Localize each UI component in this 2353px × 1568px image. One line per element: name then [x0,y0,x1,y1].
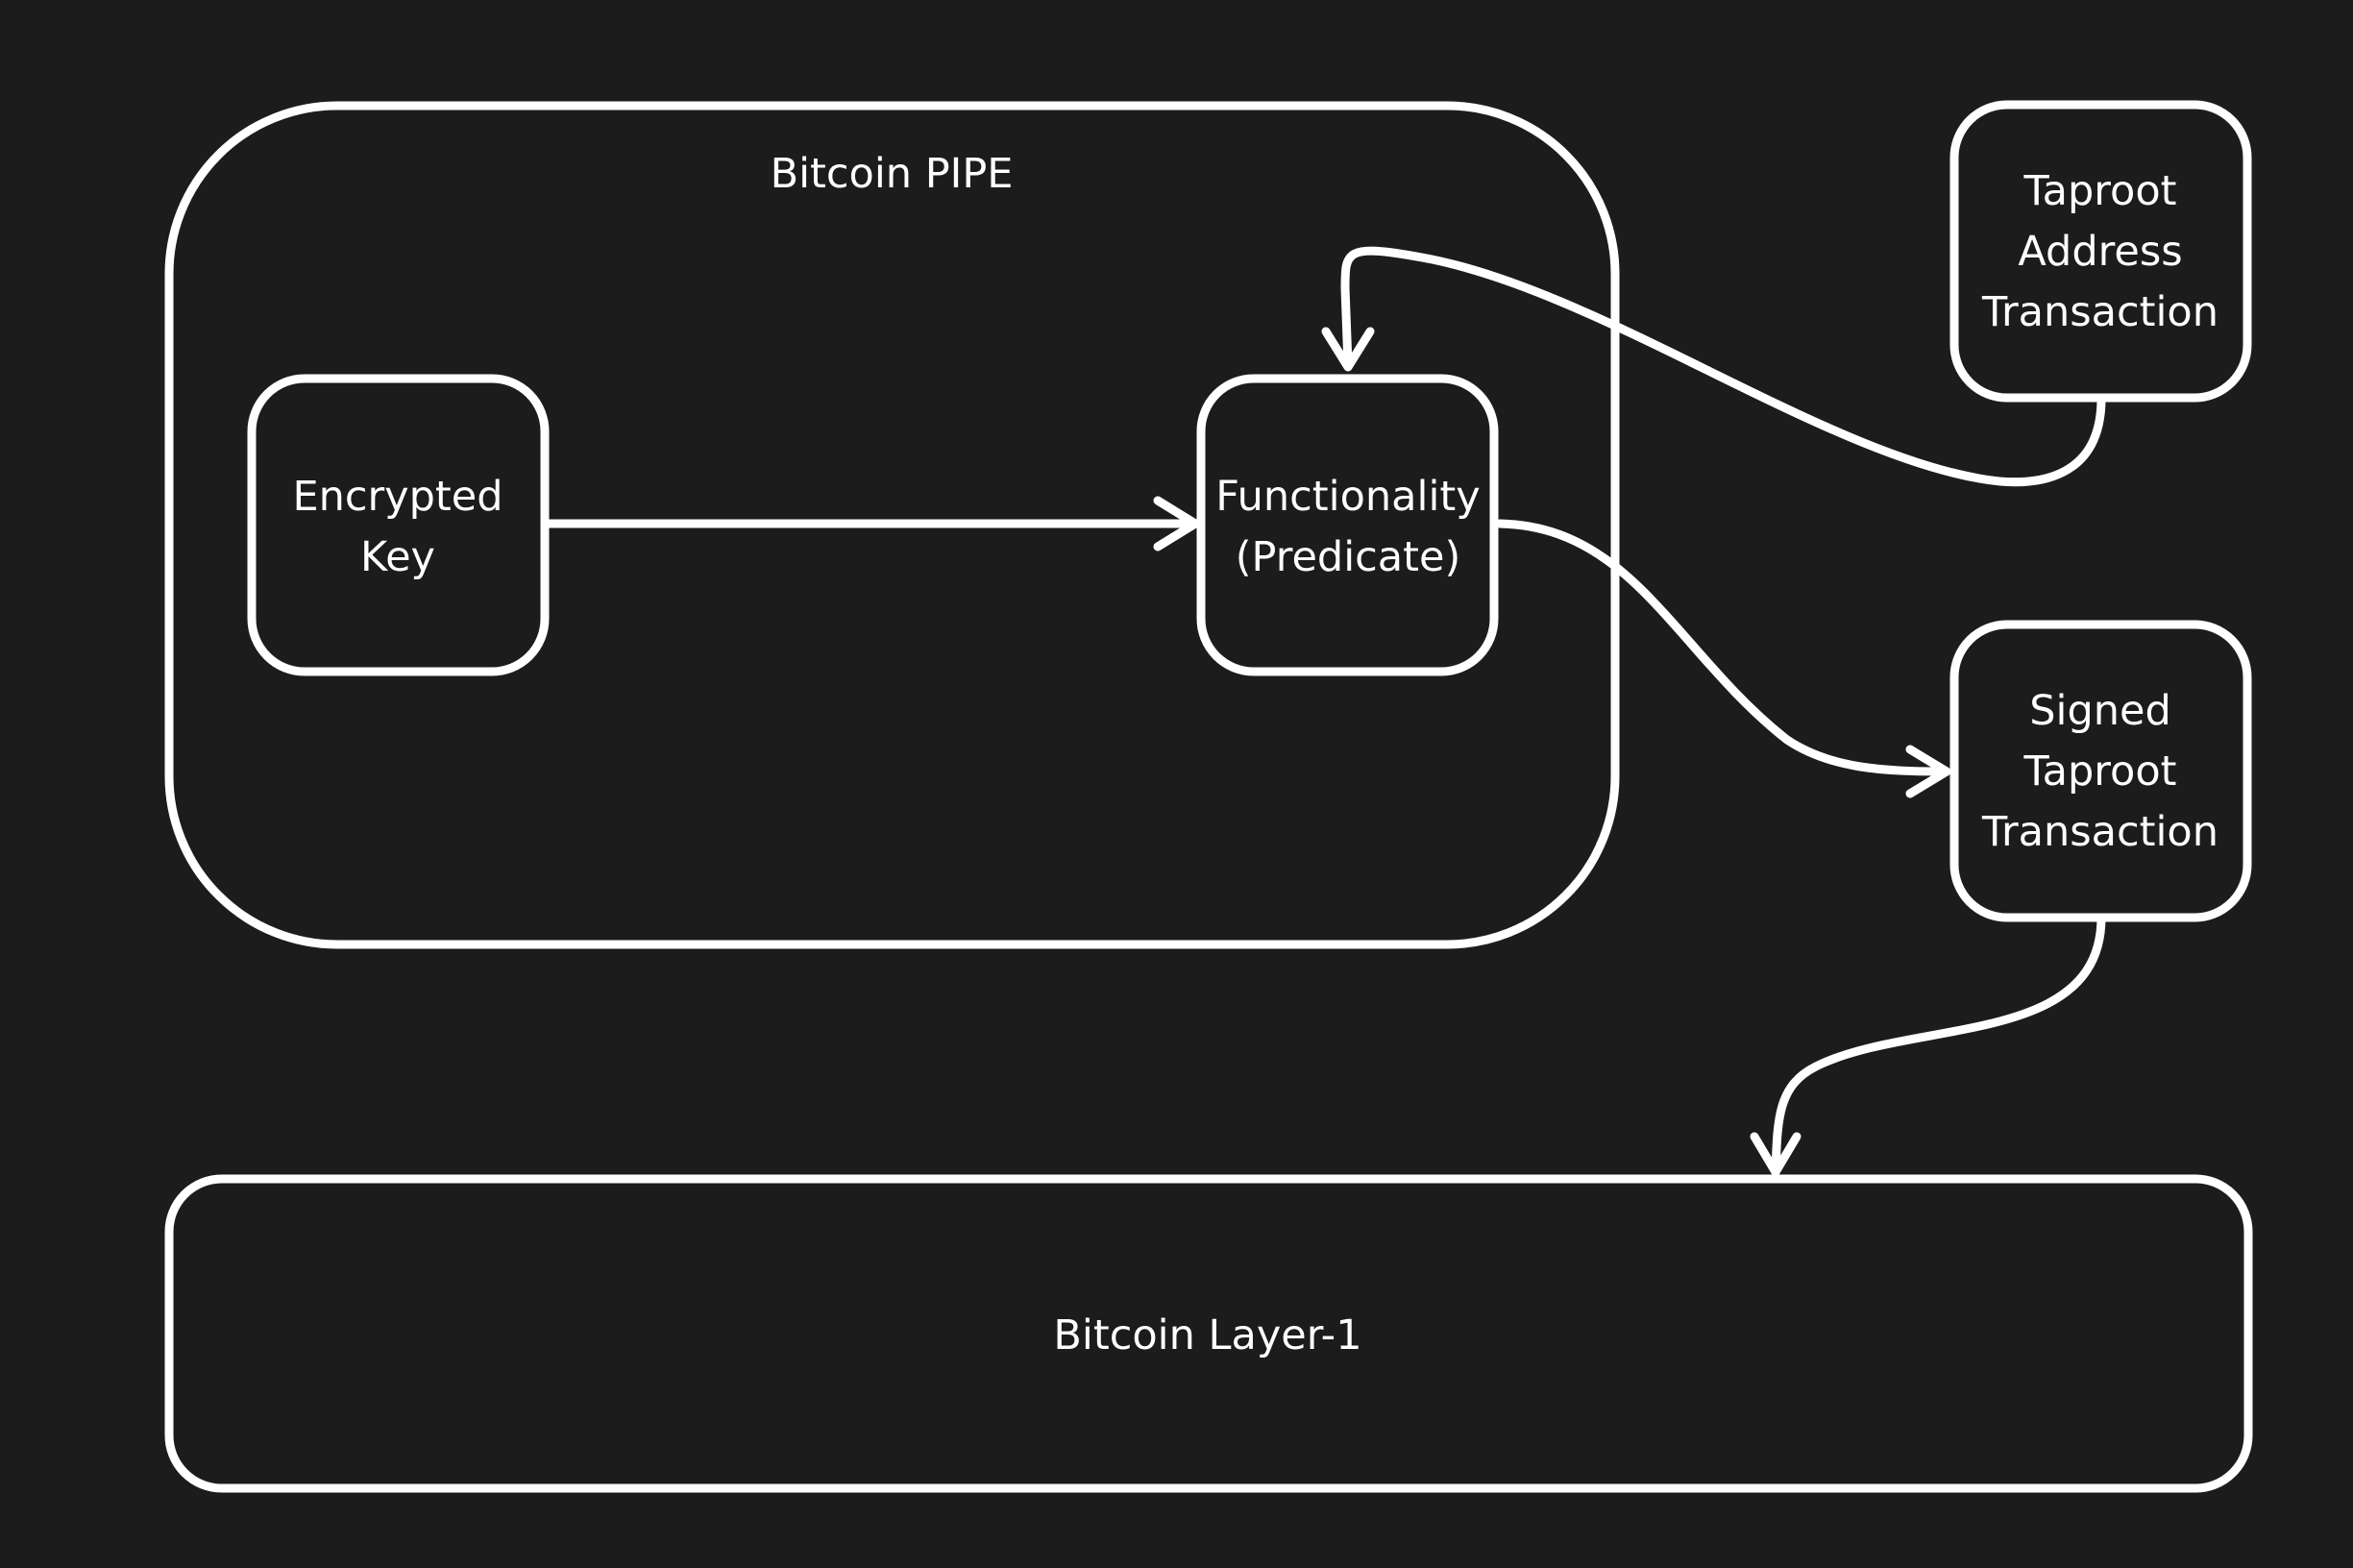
encrypted-key-node: Encrypted Key [247,374,550,676]
taproot-address-label-line3: Transaction [1981,288,2218,336]
arrowhead-functionality-top [1321,327,1375,372]
functionality-node: Functionality (Predicate) [1196,374,1499,676]
signed-taproot-label-line3: Transaction [1981,808,2218,856]
signed-taproot-box [1949,620,2252,922]
arrowhead-functionality-left [1153,496,1200,551]
taproot-address-box [1949,100,2252,403]
signed-taproot-node: Signed Taproot Transaction [1949,620,2252,922]
bitcoin-layer1-container: Bitcoin Layer-1 [164,1174,2253,1493]
encrypted-key-box [247,374,550,676]
bitcoin-layer1-title: Bitcoin Layer-1 [1053,1311,1361,1360]
functionality-box [1196,374,1499,676]
arrowhead-signed-taproot-left [1905,745,1951,798]
taproot-address-label-line2: Address [2018,228,2182,276]
edge-taproot-address-to-functionality [1340,246,2106,487]
bitcoin-layer1-box [164,1174,2253,1493]
functionality-label-line1: Functionality [1215,473,1480,521]
signed-taproot-label-line2: Taproot [2022,747,2176,796]
edge-signed-taproot-to-layer1 [1771,913,2106,1177]
arrowhead-layer1-top [1750,1132,1802,1177]
encrypted-key-label-line1: Encrypted [292,473,502,521]
signed-taproot-label-line1: Signed [2029,687,2171,735]
functionality-label-line2: (Predicate) [1236,533,1460,581]
taproot-address-label-line1: Taproot [2022,167,2176,215]
edges [541,246,2106,1177]
encrypted-key-label-line2: Key [360,533,435,581]
taproot-address-node: Taproot Address Transaction [1949,100,2252,403]
bitcoin-pipe-title: Bitcoin PIPE [771,150,1014,198]
bitcoin-pipe-box [164,101,1620,949]
edge-functionality-to-signed-taproot [1495,519,1950,776]
bitcoin-pipe-container: Bitcoin PIPE [164,101,1620,949]
